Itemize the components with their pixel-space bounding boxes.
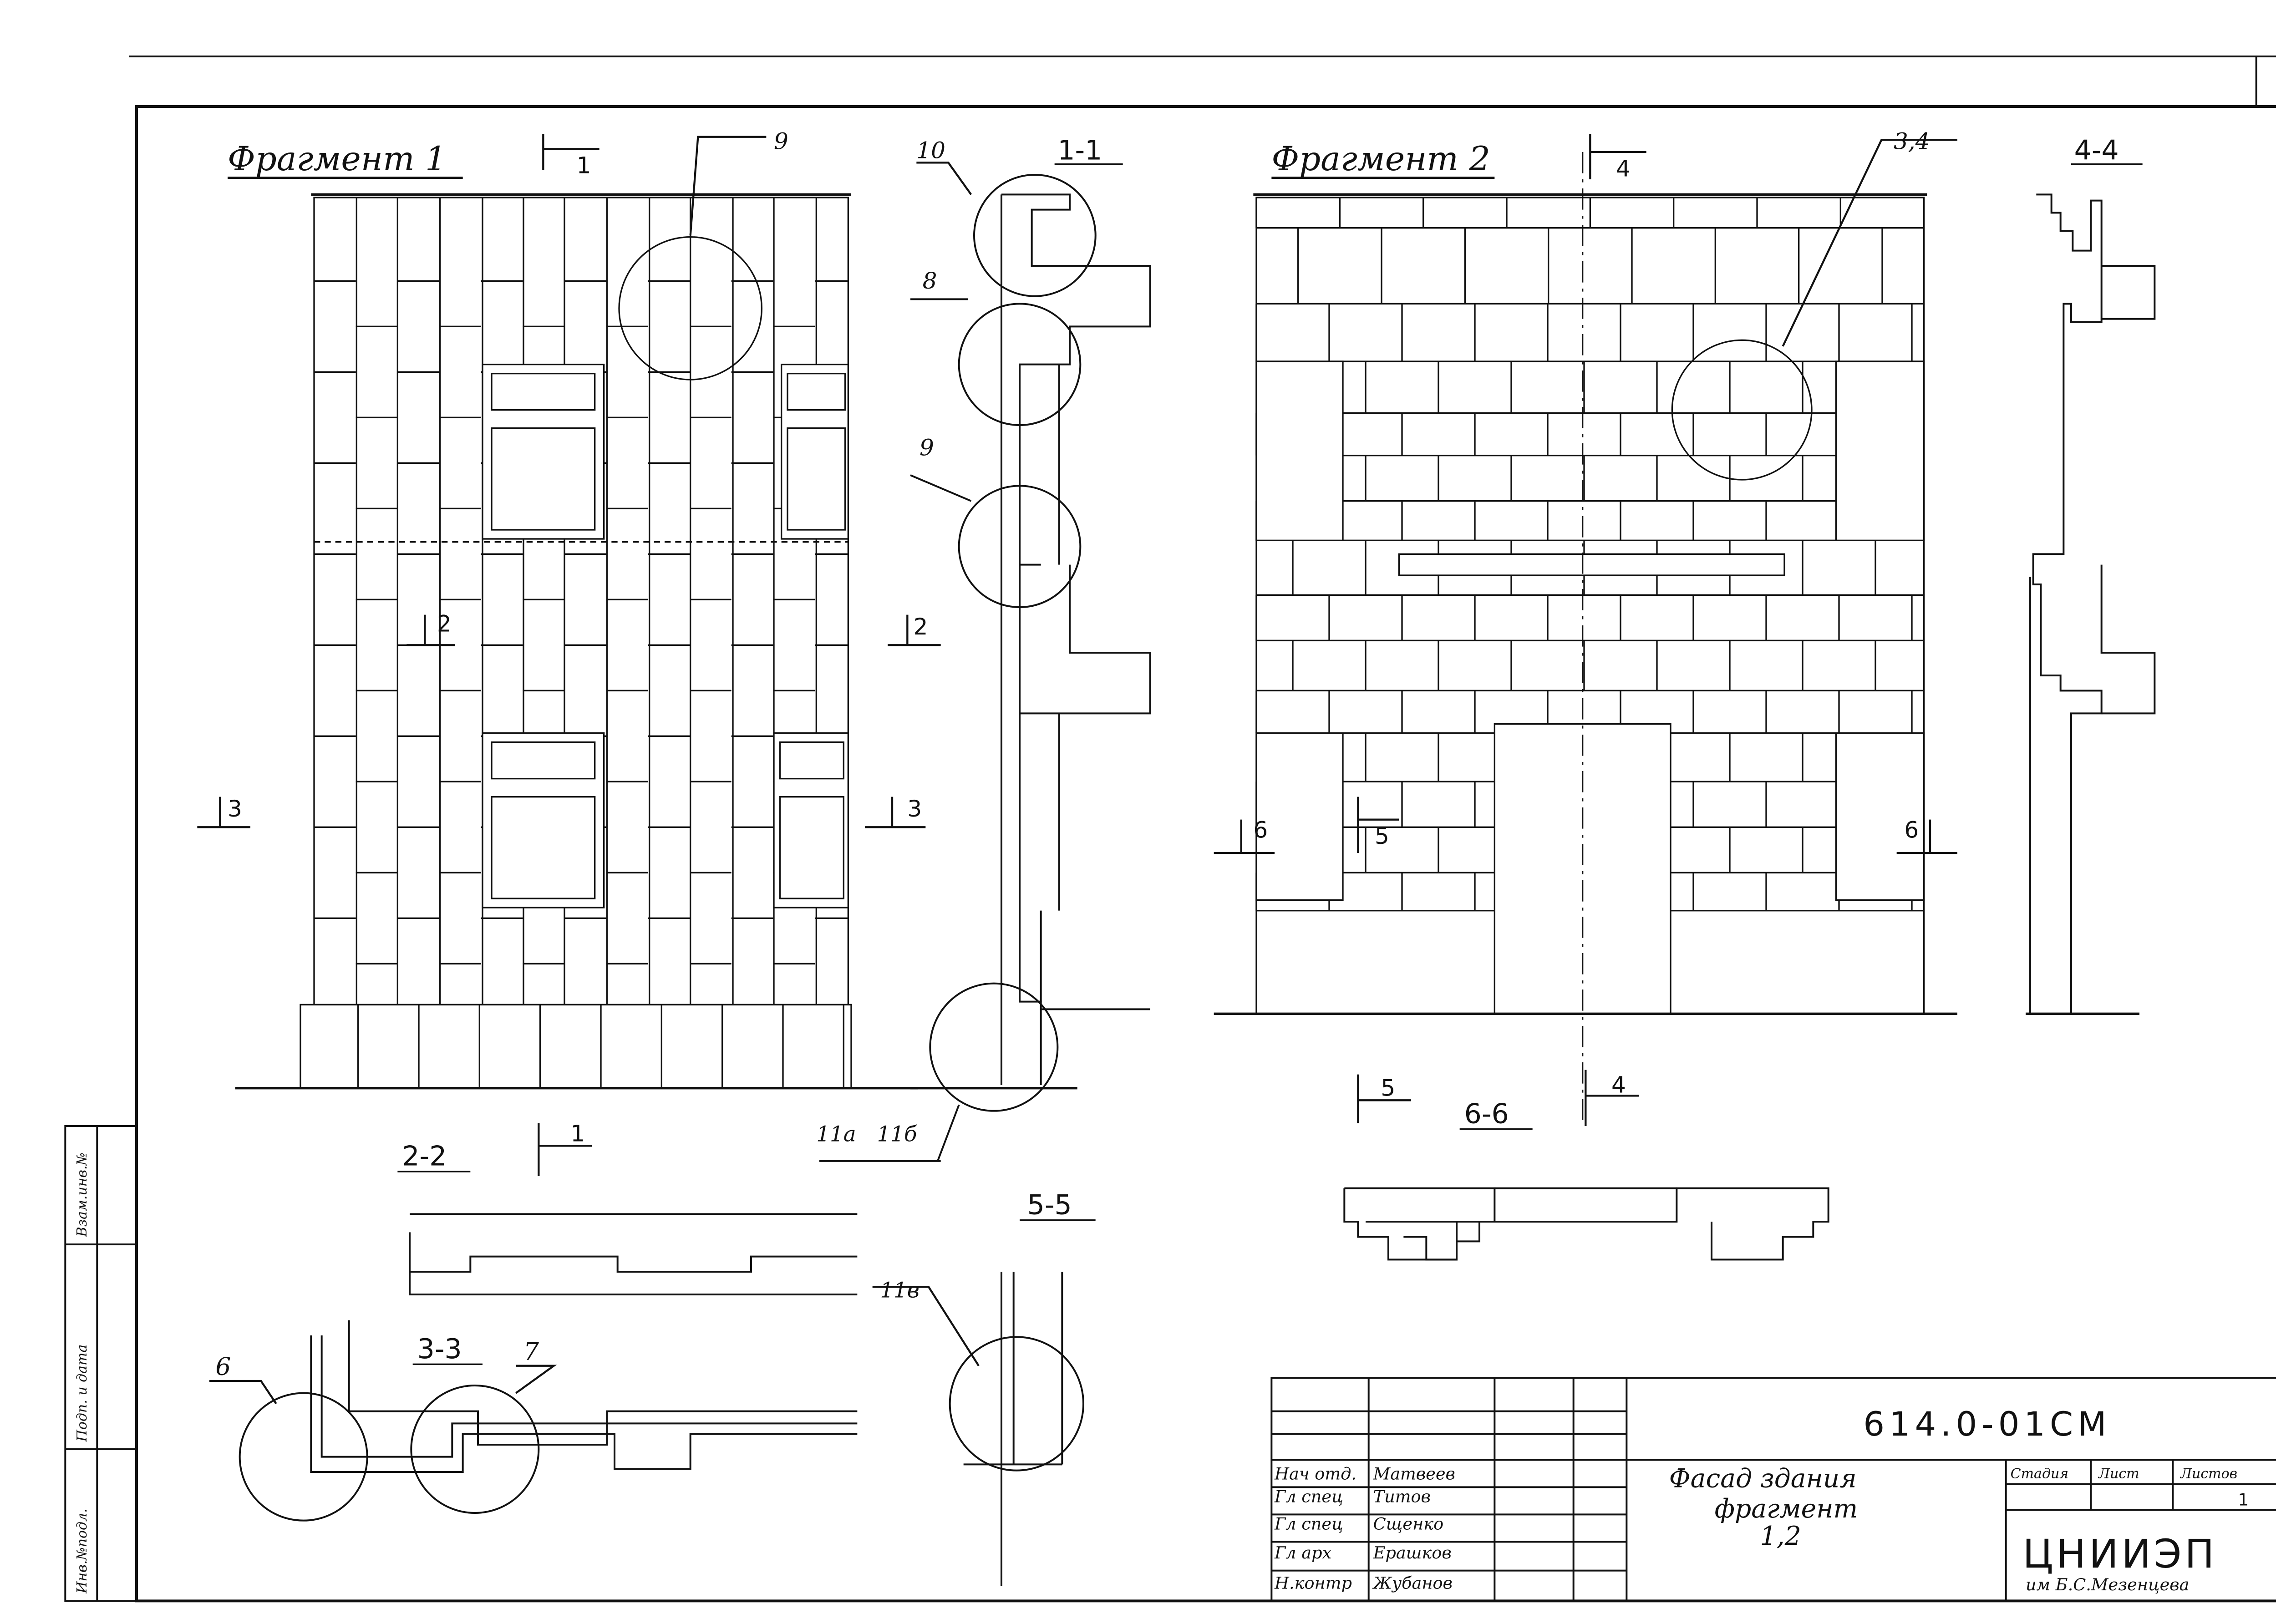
svg-text:2: 2 [437, 610, 452, 637]
svg-text:1,2: 1,2 [1760, 1521, 1801, 1551]
svg-text:им Б.С.Мезенцева: им Б.С.Мезенцева [2026, 1575, 2189, 1594]
section-4-4-title: 4-4 [2074, 135, 2119, 167]
staff-role: Гл спец [1274, 1487, 1343, 1507]
svg-text:3: 3 [907, 796, 922, 822]
section-2-2 [409, 1213, 858, 1296]
side-stamp-replace: Взам.инв.№ [74, 1152, 90, 1237]
staff-role: Н.контр [1274, 1573, 1352, 1593]
section-1-1 [910, 174, 1151, 1162]
svg-text:10: 10 [916, 137, 945, 163]
svg-text:4: 4 [1616, 155, 1631, 182]
svg-text:1: 1 [577, 152, 591, 179]
section-3-3 [239, 1320, 858, 1522]
staff-role: Гл арх [1274, 1543, 1332, 1563]
staff-name: Сщенко [1373, 1514, 1444, 1534]
section-1-1-title: 1-1 [1057, 135, 1102, 167]
svg-text:6: 6 [1253, 817, 1268, 843]
svg-text:11а: 11а [816, 1122, 856, 1147]
svg-text:11б: 11б [877, 1122, 917, 1147]
svg-text:7: 7 [523, 1337, 539, 1365]
organization-name: ЦНИИЭП [2022, 1532, 2217, 1577]
fragment-1-elevation [235, 193, 918, 1090]
staff-name: Титов [1373, 1487, 1431, 1507]
labels: 20 Фрагмент 1 Фрагмент 2 1-1 4-4 2-2 3-3… [74, 128, 2249, 1594]
staff-role: Гл спец [1274, 1514, 1343, 1534]
svg-text:8: 8 [923, 268, 937, 294]
svg-text:9: 9 [920, 435, 934, 461]
section-2-2-title: 2-2 [402, 1141, 447, 1172]
svg-text:Листов: Листов [2179, 1466, 2237, 1482]
fragment-2-title: Фрагмент 2 [1271, 140, 1490, 178]
staff-role: Нач отд. [1274, 1464, 1356, 1484]
section-4-4 [2026, 193, 2156, 1015]
section-5-5 [949, 1272, 1084, 1586]
staff-name: Ерашков [1373, 1543, 1452, 1563]
svg-text:фрагмент: фрагмент [1715, 1494, 1858, 1524]
svg-text:5: 5 [1375, 823, 1389, 849]
svg-text:1: 1 [570, 1120, 585, 1147]
svg-text:9: 9 [774, 128, 788, 154]
drawing-designation: 614.0-01СМ [1863, 1405, 2111, 1444]
section-3-3-title: 3-3 [417, 1333, 462, 1365]
svg-text:Стадия: Стадия [2011, 1466, 2069, 1482]
svg-text:6: 6 [1904, 817, 1919, 843]
section-5-5-title: 5-5 [1027, 1189, 1072, 1221]
side-stamp-sign: Подп. и дата [74, 1345, 90, 1442]
svg-text:3,4: 3,4 [1894, 128, 1930, 154]
svg-text:4: 4 [1611, 1072, 1626, 1098]
svg-text:1: 1 [2238, 1490, 2249, 1509]
side-stamp-inv: Инв.№подл. [74, 1508, 90, 1594]
section-6-6 [1343, 1187, 1829, 1261]
svg-text:6: 6 [215, 1352, 231, 1381]
fragment-2-elevation [1214, 152, 1957, 1123]
fragment-1-title: Фрагмент 1 [228, 140, 447, 178]
svg-text:2: 2 [914, 614, 928, 640]
title-block [1270, 1377, 2276, 1602]
svg-text:Лист: Лист [2098, 1466, 2139, 1482]
svg-text:3: 3 [228, 796, 242, 822]
staff-name: Матвеев [1373, 1464, 1455, 1484]
section-6-6-title: 6-6 [1464, 1098, 1509, 1130]
staff-name: Жубанов [1372, 1573, 1453, 1593]
svg-text:5: 5 [1381, 1075, 1395, 1101]
drawing-title: Фасад здания [1669, 1463, 1857, 1493]
svg-text:11в: 11в [880, 1279, 920, 1303]
